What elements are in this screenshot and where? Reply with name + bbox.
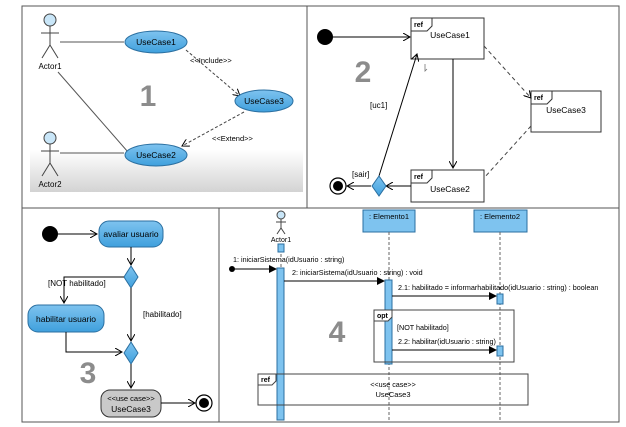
activation-bar	[276, 267, 285, 421]
cursor-icon	[424, 64, 428, 72]
decision-node	[371, 175, 387, 197]
include-label: <<Include>>	[190, 56, 232, 65]
association-line	[57, 71, 129, 153]
ref-name: UseCase3	[375, 390, 410, 399]
activation-bar	[384, 279, 393, 365]
message-label: 2.1: habilitado = informarhabilitado(idU…	[398, 283, 598, 292]
message-label: 1: iniciarSistema(idUsuario : string)	[233, 255, 344, 264]
merge-node	[123, 341, 139, 365]
usecase-ellipse	[124, 30, 188, 54]
panel-number: 3	[80, 357, 97, 390]
panel-3-activity-diagram: avaliar usuario [NOT habilitado] habilit…	[27, 220, 213, 418]
ref-fragment	[257, 373, 529, 406]
guard-label: [sair]	[352, 170, 369, 179]
panel-2-interaction-overview: ref UseCase1 ref UseCase3 ref UseCase2 […	[317, 17, 602, 203]
frame-tag: ref	[261, 377, 271, 384]
usecase-label: UseCase2	[136, 150, 176, 160]
frame-tag: ref	[414, 174, 424, 181]
guard-label: [habilitado]	[143, 310, 182, 319]
panel-number: 2	[355, 56, 372, 89]
usecase-ellipse	[124, 143, 188, 167]
frame-tag-box	[410, 169, 433, 184]
panel-number: 4	[329, 316, 346, 349]
initial-node	[317, 29, 333, 45]
actor-figure	[41, 131, 59, 177]
activation-bar	[496, 293, 504, 305]
usecase-stereotype: <<use case>>	[107, 394, 155, 403]
opt-fragment	[373, 309, 515, 363]
usecase-label: UseCase3	[244, 96, 284, 106]
frame-name: UseCase2	[430, 184, 470, 194]
message-label: 2.2: habilitar(idUsuario : string)	[398, 337, 496, 346]
activation-bar	[496, 345, 504, 357]
actor-label: Actor2	[38, 180, 62, 189]
flow-arrow	[65, 332, 122, 352]
frame-tag-box	[373, 309, 393, 322]
lifeline-label: : Elemento2	[480, 212, 520, 221]
lifeline-label: : Elemento1	[369, 212, 409, 221]
panel-borders	[21, 5, 620, 423]
final-node-core	[199, 398, 209, 408]
actor-label: Actor1	[38, 62, 62, 71]
actor-figure	[41, 13, 59, 59]
flow-arrow	[64, 276, 124, 303]
extend-label: <<Extend>>	[212, 134, 253, 143]
frame-tag-box	[410, 17, 433, 32]
initial-node	[42, 226, 58, 242]
frame-name: UseCase3	[546, 105, 586, 115]
frame-tag: ref	[534, 95, 544, 102]
found-message-dot	[229, 266, 235, 272]
panel-4-sequence-diagram: Actor1 : Elemento1 : Elemento2 1: inicia…	[229, 209, 598, 421]
frame-name: UseCase1	[430, 30, 470, 40]
flow-arrow	[378, 54, 417, 177]
usecase-ellipse	[234, 89, 294, 113]
decision-node	[123, 265, 139, 289]
usecase-label: UseCase1	[136, 37, 176, 47]
dashed-flow	[483, 125, 532, 179]
opt-guard: [NOT habilitado]	[397, 323, 449, 332]
frame-tag-box	[530, 90, 553, 105]
action-label: habilitar usuario	[36, 314, 96, 324]
actor-figure	[276, 210, 286, 235]
frame-tag: ref	[414, 22, 424, 29]
dashed-flow	[483, 45, 531, 98]
message-label: 2: iniciarSistema(idUsuario : string) : …	[292, 268, 423, 277]
final-node-core	[333, 181, 343, 191]
guard-label: [uc1]	[370, 101, 387, 110]
extend-arrow	[182, 111, 245, 146]
actor-label: Actor1	[271, 237, 291, 244]
frame-tag-box	[257, 373, 277, 386]
usecase-name: UseCase3	[111, 404, 151, 414]
action-label: avaliar usuario	[103, 229, 159, 239]
ref-stereotype: <<use case>>	[370, 380, 416, 389]
panel-1-usecase-diagram: Actor1 Actor2 <<Include>> <<Extend>> Use…	[30, 13, 303, 192]
include-arrow	[185, 49, 240, 96]
activation-bar	[277, 243, 285, 253]
guard-label: [NOT habilitado]	[48, 279, 106, 288]
frame-tag: opt	[377, 313, 389, 320]
panel-number: 1	[140, 80, 157, 113]
